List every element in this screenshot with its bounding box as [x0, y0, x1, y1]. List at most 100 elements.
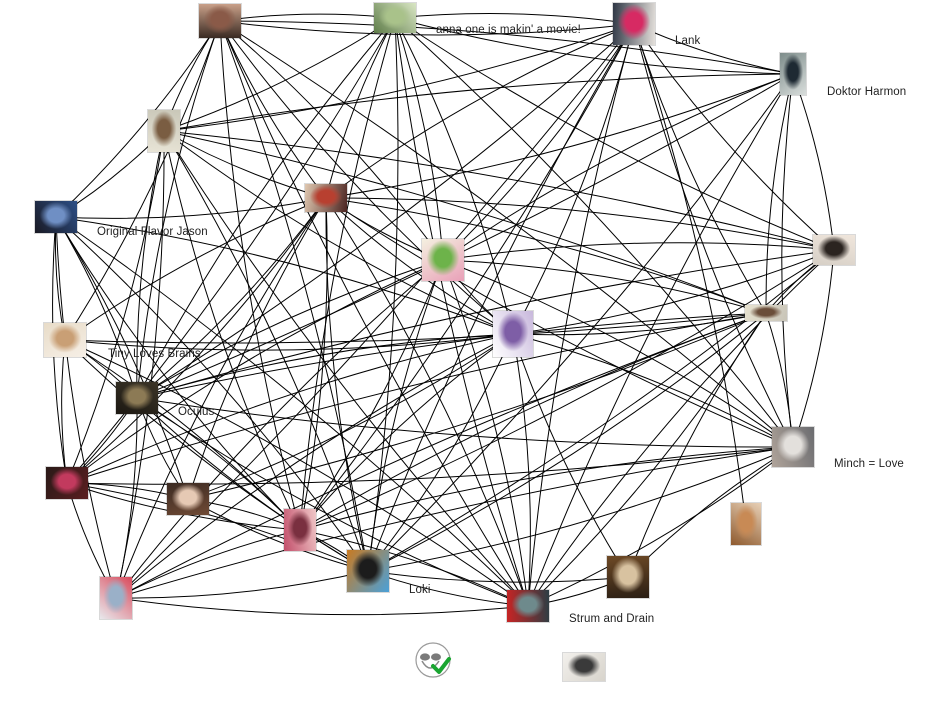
graph-edge	[394, 17, 794, 75]
graph-node-n22[interactable]	[506, 589, 550, 623]
graph-node-n19[interactable]	[346, 549, 390, 593]
graph-edge	[136, 259, 444, 399]
graph-edge	[55, 216, 117, 599]
graph-node-n11[interactable]	[744, 304, 788, 322]
graph-edge	[219, 20, 635, 36]
graph-edge	[512, 312, 767, 336]
graph-edge	[512, 333, 629, 578]
graph-edge	[66, 446, 794, 485]
graph-edge	[187, 312, 767, 500]
graph-edge	[115, 597, 529, 616]
graph-edge	[792, 249, 835, 448]
graph-node-n10[interactable]	[492, 310, 534, 358]
graph-edge	[115, 259, 444, 599]
avatar-thumbnail	[116, 382, 158, 414]
graph-node-n15[interactable]	[45, 466, 89, 500]
graph-node-n12[interactable]	[43, 322, 87, 358]
avatar-thumbnail	[199, 4, 241, 38]
graph-node-n3[interactable]	[612, 2, 656, 46]
avatar-thumbnail	[772, 427, 814, 467]
avatar-thumbnail	[148, 110, 180, 152]
graph-node-n7[interactable]	[304, 183, 348, 213]
graph-node-n1[interactable]	[198, 3, 242, 39]
graph-edge	[367, 259, 444, 572]
graph-node-n23[interactable]	[562, 652, 606, 682]
graph-edge	[325, 197, 369, 572]
graph-node-n6[interactable]	[34, 200, 78, 234]
graph-edge	[325, 23, 635, 199]
graph-edge	[219, 20, 327, 199]
graph-node-n16[interactable]	[166, 482, 210, 516]
graph-edge	[163, 130, 301, 531]
graph-edge	[66, 197, 327, 484]
graph-edge	[66, 259, 444, 484]
graph-edge	[163, 130, 767, 314]
graph-node-n18[interactable]	[283, 508, 317, 552]
graph-node-n17[interactable]	[730, 502, 762, 546]
graph-edge	[627, 446, 794, 578]
node-label: Doktor Harmon	[827, 86, 907, 98]
graph-node-n13[interactable]	[115, 381, 159, 415]
graph-edge	[64, 197, 327, 341]
graph-edge	[781, 73, 794, 448]
alien-checkmark-icon[interactable]	[413, 642, 453, 678]
avatar-thumbnail	[493, 311, 533, 357]
graph-edge	[136, 397, 529, 607]
avatar-thumbnail	[284, 509, 316, 551]
graph-edge	[367, 446, 794, 572]
avatar-thumbnail	[613, 3, 655, 45]
graph-edge	[163, 73, 794, 132]
graph-edge	[55, 216, 301, 531]
graph-edge	[442, 259, 794, 448]
graph-node-n2[interactable]	[373, 2, 417, 34]
graph-edge	[527, 446, 794, 607]
graph-edge	[633, 23, 835, 251]
graph-edge	[394, 13, 635, 25]
node-label: Original Flavor Jason	[97, 226, 208, 238]
graph-edge	[325, 17, 396, 199]
graph-edge	[512, 249, 835, 335]
graph-edge	[765, 73, 794, 314]
graph-edge	[115, 529, 301, 599]
avatar-thumbnail	[731, 503, 761, 545]
node-label: Tiny Loves Brains	[108, 348, 201, 360]
graph-edge	[163, 130, 369, 572]
graph-edge	[394, 17, 529, 607]
graph-node-n20[interactable]	[606, 555, 650, 599]
graph-edge	[325, 197, 514, 335]
graph-edge	[527, 249, 835, 607]
graph-edge	[219, 20, 369, 572]
graph-edge	[299, 17, 396, 531]
avatar-thumbnail	[46, 467, 88, 499]
graph-edge	[299, 23, 635, 531]
graph-edge	[163, 130, 514, 335]
avatar-thumbnail	[607, 556, 649, 598]
graph-node-n14[interactable]	[771, 426, 815, 468]
graph-node-n4[interactable]	[779, 52, 807, 96]
graph-edge	[299, 446, 794, 531]
graph-edge	[66, 130, 165, 484]
graph-node-n8[interactable]	[421, 238, 465, 282]
graph-edge	[442, 242, 835, 261]
graph-node-n21[interactable]	[99, 576, 133, 620]
graph-edge	[219, 20, 514, 335]
graph-edge	[299, 333, 514, 531]
graph-edge	[633, 23, 794, 75]
graph-edge	[367, 249, 835, 572]
graph-node-n5[interactable]	[147, 109, 181, 153]
graph-edge	[55, 20, 221, 218]
avatar-thumbnail	[305, 184, 347, 212]
avatar-thumbnail	[35, 201, 77, 233]
graph-edge	[115, 397, 138, 599]
graph-edge	[442, 259, 767, 314]
graph-edge	[115, 312, 767, 599]
graph-edge	[299, 529, 529, 607]
avatar-thumbnail	[100, 577, 132, 619]
graph-edge	[219, 20, 794, 75]
graph-node-n9[interactable]	[812, 234, 856, 266]
graph-edge	[163, 130, 529, 607]
graph-edge	[115, 197, 327, 599]
graph-edge	[299, 197, 328, 531]
graph-edge	[64, 312, 767, 344]
